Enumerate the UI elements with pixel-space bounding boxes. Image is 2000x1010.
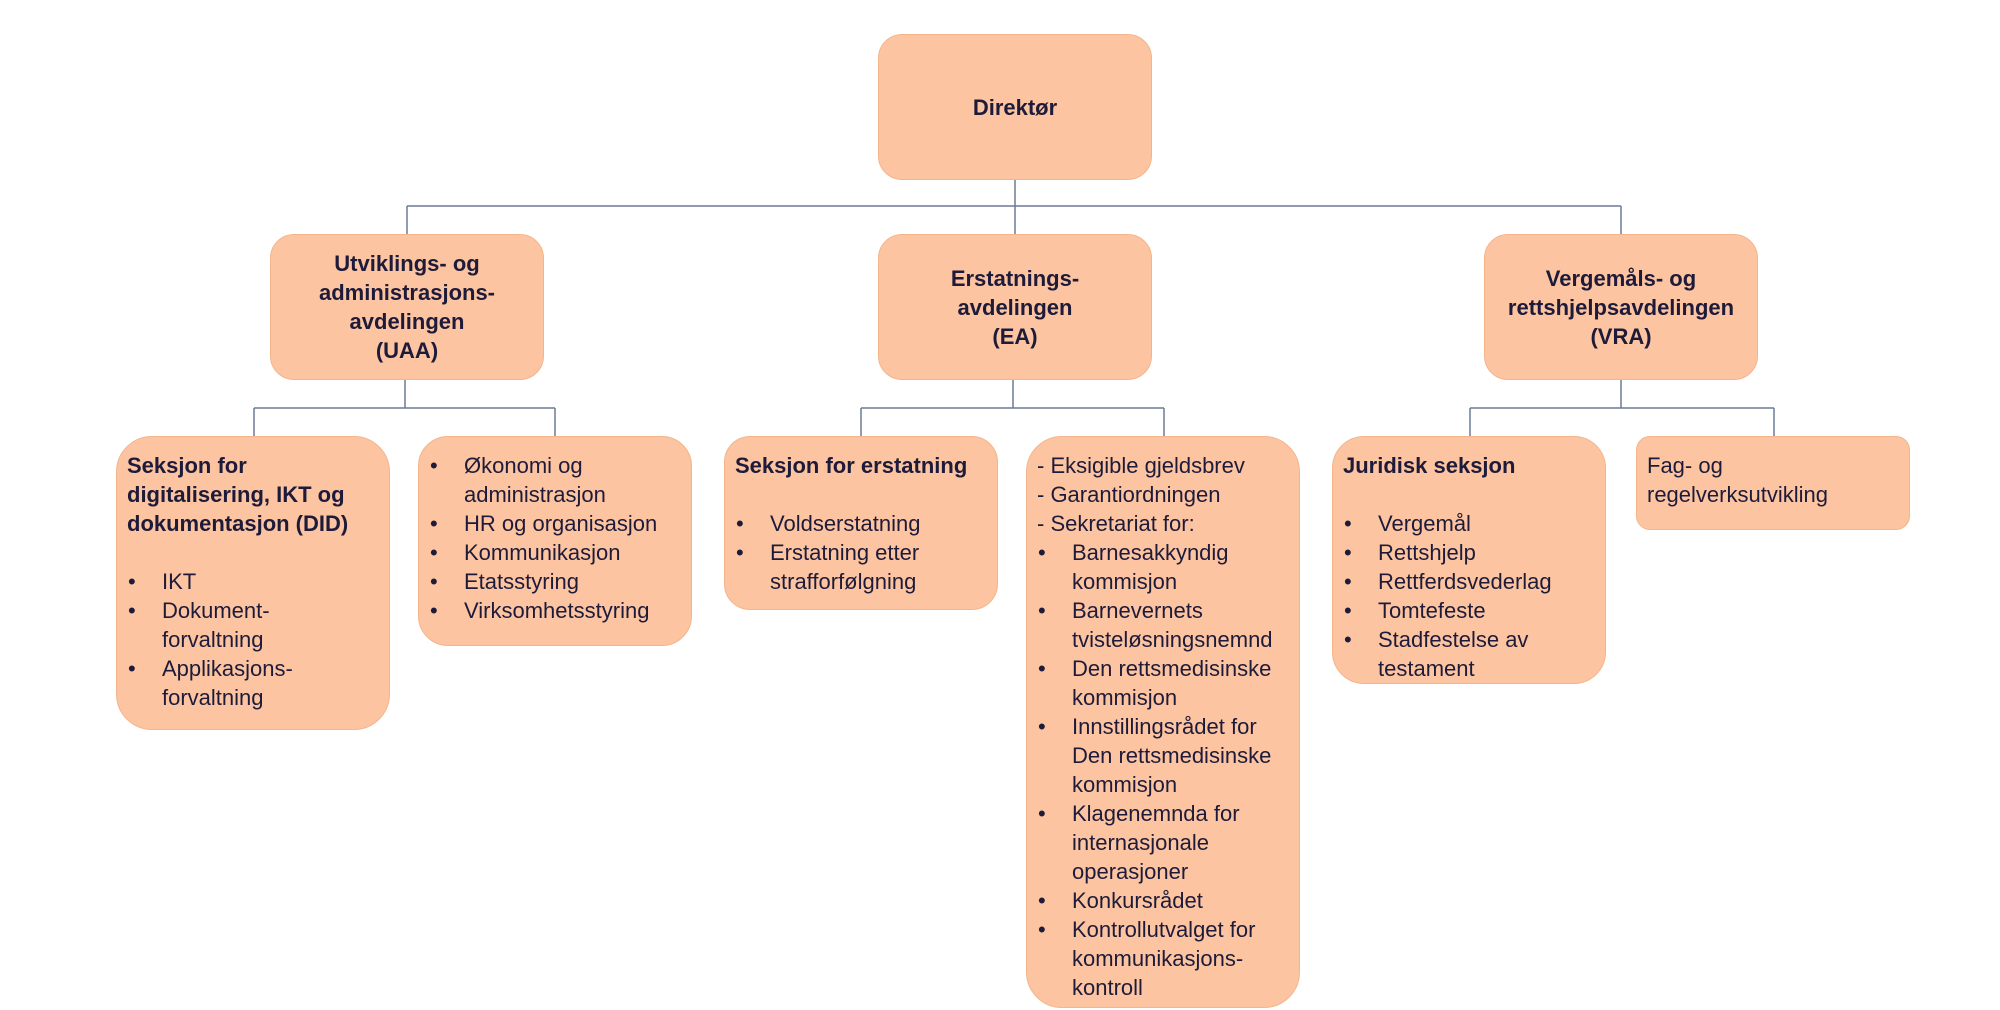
list-item: Økonomi og administrasjon: [429, 451, 681, 509]
section-ea-other-secretariat-list: Barnesakkyndig kommisjon Barnevernets tv…: [1037, 538, 1289, 1002]
department-uaa-title: Utviklings- og administrasjons- avdeling…: [318, 251, 496, 363]
list-item: - Garantiordningen: [1037, 482, 1221, 507]
section-juridisk-heading: Juridisk seksjon: [1343, 453, 1516, 478]
list-item: Kommunikasjon: [429, 538, 681, 567]
section-admin-box: Økonomi og administrasjon HR og organisa…: [418, 436, 692, 646]
section-erstatning-box: Seksjon for erstatning Voldserstatning E…: [724, 436, 998, 610]
director-box: Direktør: [878, 34, 1152, 180]
list-item: Barnesakkyndig kommisjon: [1037, 538, 1289, 596]
list-item: Erstatning etter strafforfølgning: [735, 538, 987, 596]
section-did-heading: Seksjon for digitalisering, IKT og dokum…: [127, 453, 349, 536]
section-fag-text: Fag- og regelverksutvikling: [1647, 453, 1828, 507]
list-item: Innstillingsrådet for Den rettsmedisinsk…: [1037, 712, 1289, 799]
director-title: Direktør: [972, 94, 1058, 120]
list-item: Barnevernets tvisteløsningsnemnd: [1037, 596, 1289, 654]
list-item: Konkursrådet: [1037, 886, 1289, 915]
list-item: Dokument- forvaltning: [127, 596, 379, 654]
list-item: Den rettsmedisinske kommisjon: [1037, 654, 1289, 712]
department-ea-box: Erstatnings- avdelingen (EA): [878, 234, 1152, 380]
section-juridisk-list: Vergemål Rettshjelp Rettferdsvederlag To…: [1343, 509, 1595, 683]
list-item: - Eksigible gjeldsbrev: [1037, 453, 1245, 478]
list-item: - Sekretariat for:: [1037, 511, 1195, 536]
list-item: Etatsstyring: [429, 567, 681, 596]
list-item: Klagenemnda for internasjonale operasjon…: [1037, 799, 1289, 886]
department-vra-box: Vergemåls- og rettshjelpsavdelingen (VRA…: [1484, 234, 1758, 380]
list-item: Stadfestelse av testament: [1343, 625, 1595, 683]
department-ea-title: Erstatnings- avdelingen (EA): [950, 265, 1080, 349]
list-item: Tomtefeste: [1343, 596, 1595, 625]
section-did-box: Seksjon for digitalisering, IKT og dokum…: [116, 436, 390, 730]
section-fag-box: Fag- og regelverksutvikling: [1636, 436, 1910, 530]
section-erstatning-list: Voldserstatning Erstatning etter straffo…: [735, 509, 987, 596]
list-item: Rettferdsvederlag: [1343, 567, 1595, 596]
list-item: Kontrollutvalget for kommunikasjons- kon…: [1037, 915, 1289, 1002]
list-item: Vergemål: [1343, 509, 1595, 538]
list-item: Voldserstatning: [735, 509, 987, 538]
section-juridisk-box: Juridisk seksjon Vergemål Rettshjelp Ret…: [1332, 436, 1606, 684]
section-ea-other-box: - Eksigible gjeldsbrev - Garantiordninge…: [1026, 436, 1300, 1008]
list-item: Applikasjons- forvaltning: [127, 654, 379, 712]
list-item: Virksomhetsstyring: [429, 596, 681, 625]
section-erstatning-heading: Seksjon for erstatning: [735, 453, 968, 478]
list-item: HR og organisasjon: [429, 509, 681, 538]
list-item: IKT: [127, 567, 379, 596]
section-ea-other-dash-list: - Eksigible gjeldsbrev - Garantiordninge…: [1037, 451, 1289, 538]
department-uaa-box: Utviklings- og administrasjons- avdeling…: [270, 234, 544, 380]
section-did-list: IKT Dokument- forvaltning Applikasjons- …: [127, 567, 379, 712]
section-admin-list: Økonomi og administrasjon HR og organisa…: [429, 451, 681, 625]
list-item: Rettshjelp: [1343, 538, 1595, 567]
department-vra-title: Vergemåls- og rettshjelpsavdelingen (VRA…: [1507, 265, 1735, 349]
